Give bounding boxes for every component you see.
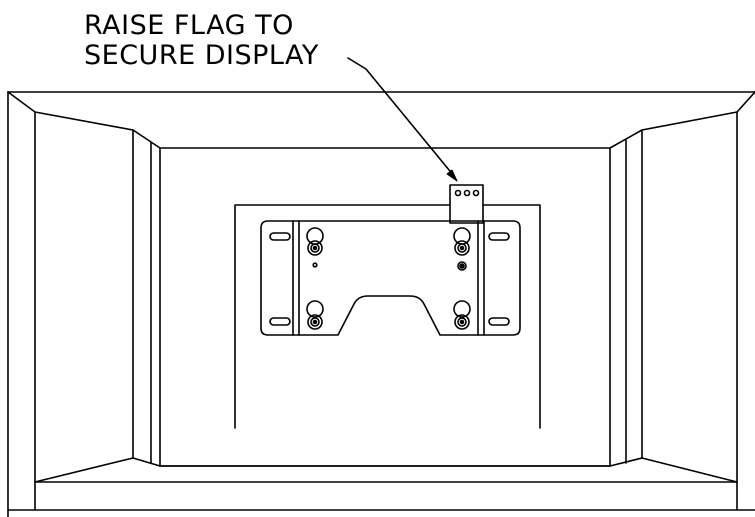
mounting-bracket-plate: [260, 220, 521, 336]
callout-arrowhead: [446, 169, 458, 182]
keyhole-top-left: [306, 227, 324, 256]
keyhole-top-right: [453, 227, 471, 256]
back-wall: [159, 147, 611, 467]
enclosure-outer-frame: [7, 91, 755, 517]
bracket-slots: [269, 232, 510, 326]
bracket-rails: [292, 220, 485, 336]
enclosure-floor: [7, 465, 755, 511]
callout-text-line-2: SECURE DISPLAY: [84, 40, 319, 71]
left-side-wall: [7, 91, 161, 483]
callout-text-line-1: RAISE FLAG TO: [84, 10, 294, 41]
keyhole-bottom-left: [306, 300, 324, 330]
mounting-panel: [234, 204, 541, 429]
callout-leader-line: [347, 57, 455, 177]
security-flag: [449, 184, 484, 224]
lock-screw: [457, 261, 467, 271]
right-side-wall: [609, 91, 755, 483]
keyhole-bottom-right: [453, 300, 471, 330]
small-hole: [312, 262, 318, 268]
